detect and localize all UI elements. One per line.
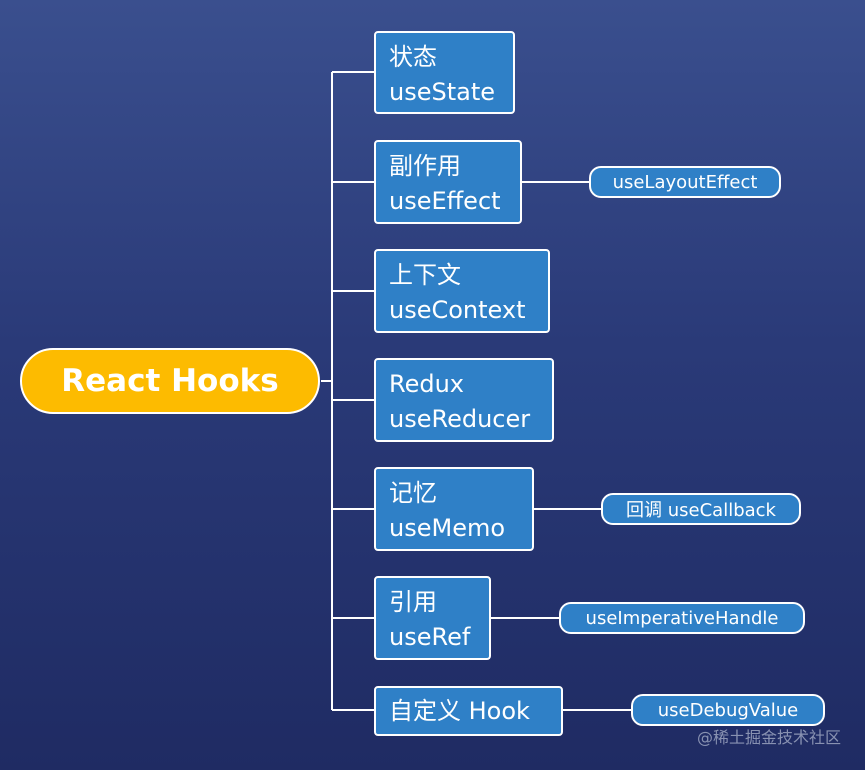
node-title: 上下文 [389,261,461,289]
root-label: React Hooks [61,363,279,399]
child-useimperativehandle: useImperativeHandle [559,602,805,634]
node-useeffect: 副作用 useEffect [374,140,522,224]
node-api: useState [389,78,496,106]
node-usereducer: Redux useReducer [374,358,554,442]
root-node-react-hooks: React Hooks [20,348,320,414]
node-useref: 引用 useRef [374,576,491,660]
child-label: useLayoutEffect [612,171,758,193]
child-label: useImperativeHandle [585,607,779,629]
watermark: @稀土掘金技术社区 [696,728,841,747]
node-usememo: 记忆 useMemo [374,467,534,551]
node-title: 副作用 [389,152,461,180]
node-usestate: 状态 useState [374,31,515,114]
child-label: 回调 useCallback [626,500,776,521]
node-title: 状态 [389,43,437,71]
node-title: Redux [389,370,465,398]
node-api: useReducer [389,405,531,433]
node-api: useRef [389,623,471,651]
node-api: useEffect [389,187,501,215]
node-usecontext: 上下文 useContext [374,249,550,333]
child-usecallback: 回调 useCallback [601,493,801,525]
node-title: 引用 [389,588,437,616]
node-api: useMemo [389,514,506,542]
child-usedebugvalue: useDebugValue [631,694,825,726]
node-api: useContext [389,296,526,324]
node-title: 自定义 Hook [389,696,530,725]
child-label: useDebugValue [657,699,799,721]
node-title: 记忆 [389,479,437,507]
child-uselayouteffect: useLayoutEffect [589,166,781,198]
node-custom-hook: 自定义 Hook [374,686,563,736]
